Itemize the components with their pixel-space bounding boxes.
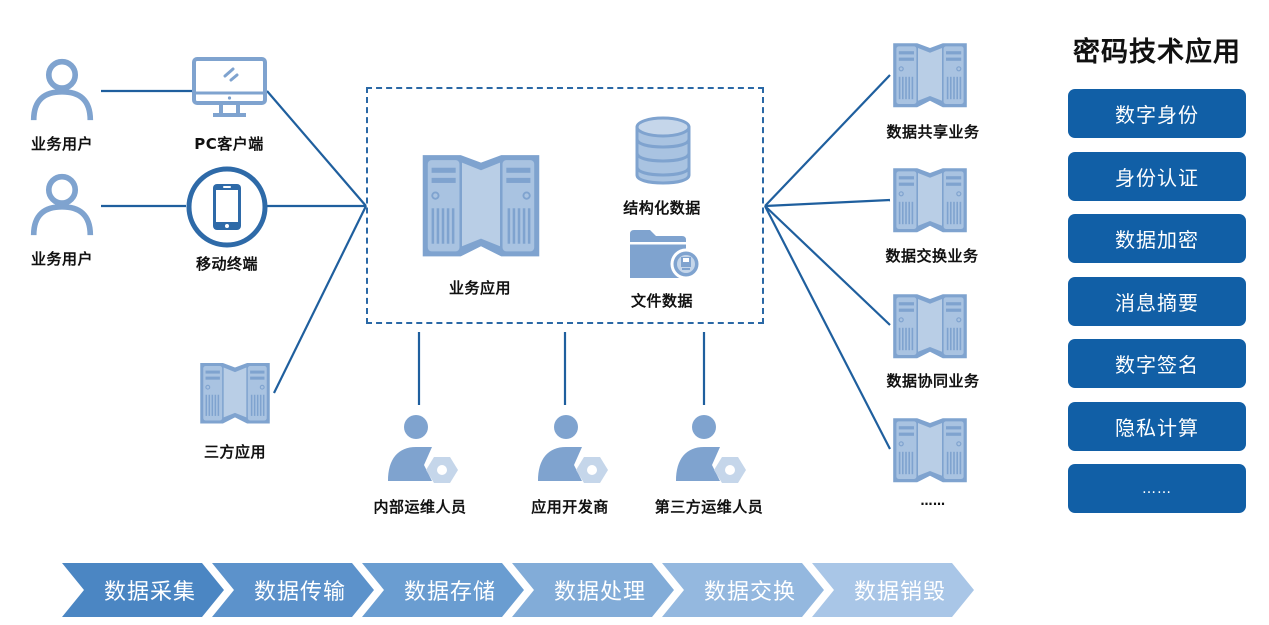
crypto-item-digital-identity[interactable]: 数字身份 <box>1068 89 1246 138</box>
crypto-item-more[interactable]: …… <box>1068 464 1246 513</box>
crypto-item-privacy-computing[interactable]: 隐私计算 <box>1068 402 1246 451</box>
service-label-share: 数据共享业务 <box>886 123 980 141</box>
wire-center-share <box>764 74 891 207</box>
wire-center-cowork <box>764 205 891 326</box>
wire-thirdparty-center <box>273 205 367 394</box>
structured-data-label: 结构化数据 <box>623 199 701 217</box>
mobile-phone-icon <box>186 166 268 248</box>
crypto-item-encryption[interactable]: 数据加密 <box>1068 214 1246 263</box>
mobile-terminal-label: 移动终端 <box>195 255 258 273</box>
wire-pc-center <box>266 90 367 207</box>
file-data-label: 文件数据 <box>630 292 693 310</box>
server-icon <box>197 360 273 428</box>
user-label-1: 业务用户 <box>30 135 93 153</box>
chevron-shape <box>512 563 674 617</box>
crypto-item-authentication[interactable]: 身份认证 <box>1068 152 1246 201</box>
lifecycle-stage-process: 数据处理 <box>512 563 674 617</box>
service-label-cowork: 数据协同业务 <box>886 372 980 390</box>
user-node-2 <box>24 171 100 237</box>
operator-label-internal: 内部运维人员 <box>373 498 467 516</box>
pc-client-label: PC客户端 <box>194 135 264 153</box>
database-icon <box>635 116 691 185</box>
lifecycle-stage-label: 数据处理 <box>553 580 646 605</box>
third-party-app-label: 三方应用 <box>203 443 266 461</box>
server-icon <box>417 150 545 264</box>
business-system-boundary <box>366 87 764 324</box>
operator-label-developer: 应用开发商 <box>531 498 609 516</box>
wire-center-more <box>764 205 891 450</box>
wire-center-exchange <box>764 198 891 208</box>
lifecycle-stage-exchange: 数据交换 <box>662 563 824 617</box>
chevron-shape <box>212 563 374 617</box>
business-app-label: 业务应用 <box>448 279 511 297</box>
lifecycle-stage-store: 数据存储 <box>362 563 524 617</box>
service-label-exchange: 数据交换业务 <box>885 247 979 265</box>
chevron-shape <box>62 563 224 617</box>
user-node-1 <box>24 56 100 122</box>
lifecycle-stage-transmit: 数据传输 <box>212 563 374 617</box>
lifecycle-stage-label: 数据存储 <box>403 580 496 605</box>
crypto-item-message-digest[interactable]: 消息摘要 <box>1068 277 1246 326</box>
user-label-2: 业务用户 <box>30 250 93 268</box>
chevron-shape <box>662 563 824 617</box>
user-outline-icon <box>24 56 100 122</box>
lifecycle-stage-label: 数据交换 <box>703 580 796 605</box>
crypto-panel-title: 密码技术应用 <box>1073 37 1241 68</box>
lifecycle-stage-label: 数据传输 <box>253 580 346 605</box>
folder-icon <box>630 230 702 280</box>
crypto-item-digital-signature[interactable]: 数字签名 <box>1068 339 1246 388</box>
operator-label-third-party: 第三方运维人员 <box>654 498 764 516</box>
lifecycle-stage-label: 数据销毁 <box>853 580 946 605</box>
user-outline-icon <box>24 171 100 237</box>
lifecycle-stage-collect: 数据采集 <box>62 563 224 617</box>
server-icon <box>890 291 970 363</box>
lifecycle-stage-label: 数据采集 <box>103 580 196 605</box>
chevron-shape <box>362 563 524 617</box>
monitor-icon <box>192 57 267 117</box>
lifecycle-stage-destroy: 数据销毁 <box>812 563 974 617</box>
chevron-shape <box>812 563 974 617</box>
server-icon <box>890 415 970 487</box>
user-gear-icon <box>670 413 750 483</box>
server-icon <box>890 40 970 112</box>
user-gear-icon <box>382 413 462 483</box>
service-label-more: …… <box>920 494 946 508</box>
user-gear-icon <box>532 413 612 483</box>
server-icon <box>890 165 970 237</box>
